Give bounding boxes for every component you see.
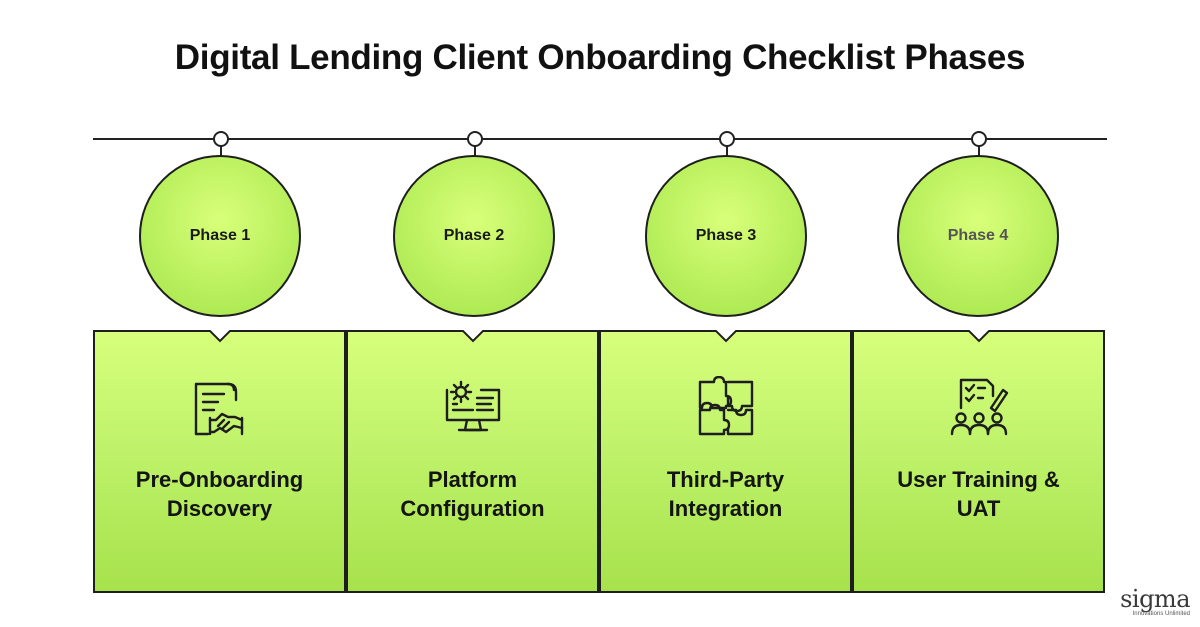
monitor-gear-icon bbox=[445, 380, 500, 432]
phase-circle-1: Phase 1 bbox=[139, 155, 301, 317]
sigma-logo: sigma Innovations Unlimited bbox=[1120, 585, 1190, 617]
contract-handshake-icon bbox=[194, 382, 243, 436]
card-notch bbox=[714, 330, 737, 343]
card-title: Third-Party Integration bbox=[666, 467, 785, 521]
phase-card-1: Pre-Onboarding Discovery bbox=[93, 330, 346, 593]
phase-card-3: Third-Party Integration bbox=[599, 330, 852, 593]
phase-label: Phase 3 bbox=[695, 227, 757, 244]
card-title: Platform Configuration bbox=[400, 467, 545, 521]
phase-circle-3: Phase 3 bbox=[645, 155, 807, 317]
card-notch bbox=[208, 330, 231, 343]
phase-circle-4: Phase 4 bbox=[897, 155, 1059, 317]
checklist-team-icon bbox=[950, 378, 1008, 436]
card-notch bbox=[461, 330, 484, 343]
phase-cards: Pre-Onboarding Discovery Platform Config… bbox=[93, 330, 1107, 593]
puzzle-icon bbox=[698, 376, 753, 436]
card-title: User Training & UAT bbox=[897, 467, 1060, 521]
logo-wordmark: sigma bbox=[1120, 585, 1190, 613]
phase-card-4: User Training & UAT bbox=[852, 330, 1105, 593]
phase-label: Phase 2 bbox=[443, 227, 505, 244]
card-notch bbox=[967, 330, 990, 343]
card-title: Pre-Onboarding Discovery bbox=[135, 467, 304, 521]
phase-label: Phase 4 bbox=[947, 227, 1009, 244]
phase-label: Phase 1 bbox=[189, 227, 251, 244]
page-title: Digital Lending Client Onboarding Checkl… bbox=[174, 38, 1026, 77]
logo-tagline: Innovations Unlimited bbox=[1132, 611, 1190, 617]
timeline-line bbox=[93, 138, 1107, 140]
phase-card-2: Platform Configuration bbox=[346, 330, 599, 593]
phase-circle-2: Phase 2 bbox=[393, 155, 555, 317]
